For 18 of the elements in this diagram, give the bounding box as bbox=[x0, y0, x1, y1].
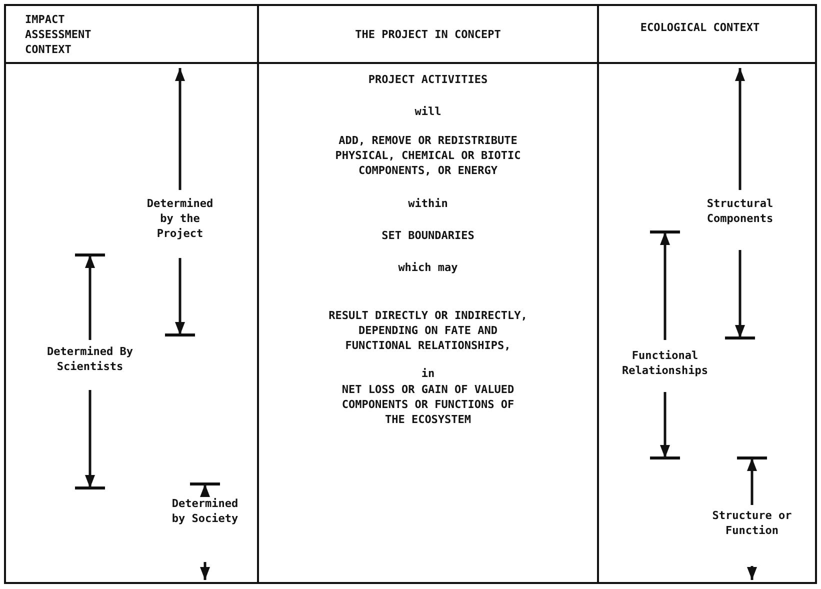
range-label: Structure or Function bbox=[712, 508, 792, 538]
concept-text: RESULT DIRECTLY OR INDIRECTLY, DEPENDING ON FATE AND FUNCTIONAL RELATIONSHIPS, bbox=[328, 308, 528, 353]
column-header: ECOLOGICAL CONTEXT bbox=[640, 20, 760, 35]
range-label: Determined by Society bbox=[170, 496, 240, 526]
concept-text: which may bbox=[397, 260, 459, 275]
concept-text: PROJECT ACTIVITIES bbox=[367, 72, 489, 87]
column-header: THE PROJECT IN CONCEPT bbox=[354, 27, 502, 42]
column-header: IMPACT ASSESSMENT CONTEXT bbox=[25, 12, 92, 57]
range-label: Structural Components bbox=[706, 196, 774, 226]
concept-text: SET BOUNDARIES bbox=[380, 228, 476, 243]
concept-text: will bbox=[414, 104, 442, 119]
range-label: Determined By Scientists bbox=[46, 344, 134, 374]
concept-text: within bbox=[407, 196, 449, 211]
concept-text: in bbox=[420, 366, 436, 381]
range-label: Determined by the Project bbox=[146, 196, 214, 241]
concept-text: ADD, REMOVE OR REDISTRIBUTE PHYSICAL, CHEMICAL OR BIOTIC COMPONENTS, OR ENERGY bbox=[334, 133, 522, 178]
range-label: Functional Relationships bbox=[620, 348, 710, 378]
concept-text: NET LOSS OR GAIN OF VALUED COMPONENTS OR FUNCTIONS OF THE ECOSYSTEM bbox=[340, 382, 516, 427]
